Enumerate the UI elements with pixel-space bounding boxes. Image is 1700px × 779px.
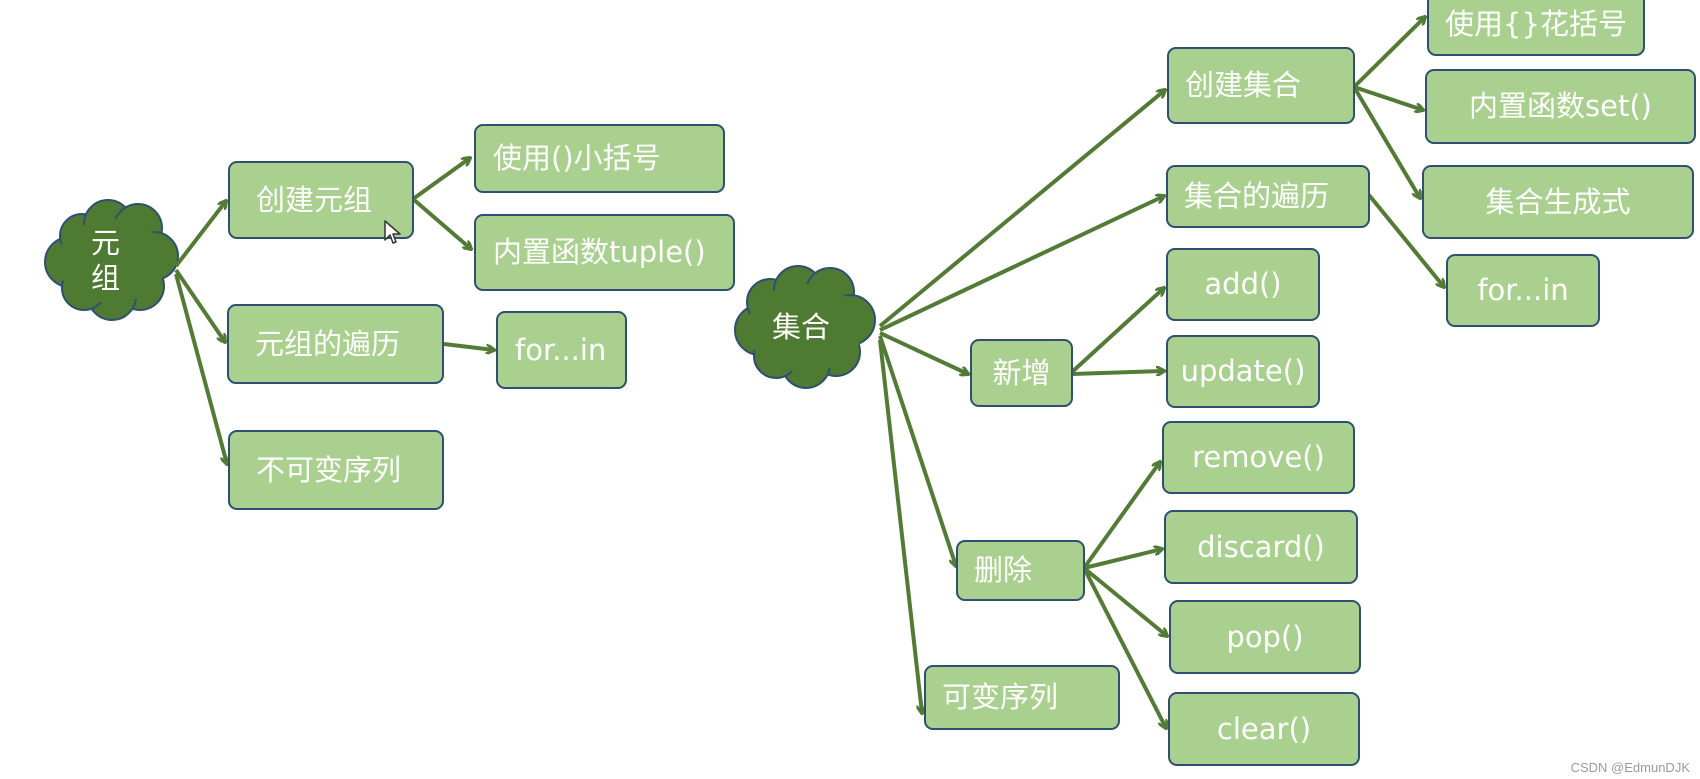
arrow-add-fn bbox=[1070, 288, 1164, 374]
arrow-set-delete bbox=[878, 335, 956, 566]
node-set-create-set-fn: 内置函数set() bbox=[1425, 69, 1696, 144]
node-set-create: 创建集合 bbox=[1167, 47, 1355, 124]
watermark: CSDN @EdmunDJK bbox=[1570, 760, 1690, 775]
arrow-traverse-for bbox=[443, 342, 494, 350]
node-set-pop-fn: pop() bbox=[1169, 600, 1361, 674]
node-set-traverse: 集合的遍历 bbox=[1166, 165, 1370, 228]
node-tuple-create-tuple-fn: 内置函数tuple() bbox=[474, 214, 735, 291]
arrow-set-add bbox=[879, 331, 968, 374]
arrow-set-traverse bbox=[879, 196, 1164, 332]
node-set-mutable: 可变序列 bbox=[924, 665, 1120, 730]
arrow-discard-fn bbox=[1083, 549, 1162, 570]
node-set-clear-fn: clear() bbox=[1168, 692, 1360, 766]
arrow-tuple-traverse bbox=[174, 268, 225, 342]
node-tuple-create: 创建元组 bbox=[228, 161, 414, 239]
arrow-create-paren bbox=[411, 158, 470, 201]
node-set-add: 新增 bbox=[970, 339, 1073, 407]
arrow-set-traverse-for bbox=[1367, 193, 1444, 287]
node-set-create-comprehension: 集合生成式 bbox=[1422, 165, 1694, 239]
node-set-update-fn: update() bbox=[1166, 335, 1320, 408]
node-set-discard-fn: discard() bbox=[1164, 510, 1358, 584]
arrow-update-fn bbox=[1071, 371, 1164, 374]
node-set-delete: 删除 bbox=[956, 540, 1085, 601]
node-tuple-traverse: 元组的遍历 bbox=[227, 304, 444, 384]
node-tuple-traverse-for: for...in bbox=[496, 311, 627, 389]
node-set-traverse-for: for...in bbox=[1446, 254, 1600, 327]
arrow-clear-fn bbox=[1082, 567, 1166, 728]
arrow-tuple-create bbox=[174, 201, 226, 268]
node-set-add-fn: add() bbox=[1166, 248, 1320, 321]
arrow-tuple-immutable bbox=[174, 273, 227, 464]
tuple-root-label: 元 组 bbox=[91, 226, 120, 296]
tuple-root-char-2: 组 bbox=[91, 260, 121, 295]
mouse-pointer-icon bbox=[384, 220, 401, 244]
arrow-set-mutable bbox=[878, 339, 922, 713]
arrow-remove-fn bbox=[1082, 462, 1160, 570]
node-set-remove-fn: remove() bbox=[1162, 421, 1355, 494]
arrow-create-tuple-fn bbox=[411, 197, 471, 249]
node-tuple-immutable: 不可变序列 bbox=[228, 430, 444, 510]
arrow-create-set-fn bbox=[1353, 85, 1423, 110]
arrow-create-brace bbox=[1352, 17, 1425, 89]
node-set-create-brace: 使用{}花括号 bbox=[1427, 0, 1645, 56]
set-root-label: 集合 bbox=[772, 310, 831, 344]
node-tuple-create-paren: 使用()小括号 bbox=[474, 124, 725, 193]
arrow-pop-fn bbox=[1082, 566, 1167, 636]
arrow-set-create bbox=[878, 90, 1165, 328]
arrow-create-comprehension bbox=[1352, 85, 1420, 198]
tuple-root-char-1: 元 bbox=[91, 226, 121, 260]
